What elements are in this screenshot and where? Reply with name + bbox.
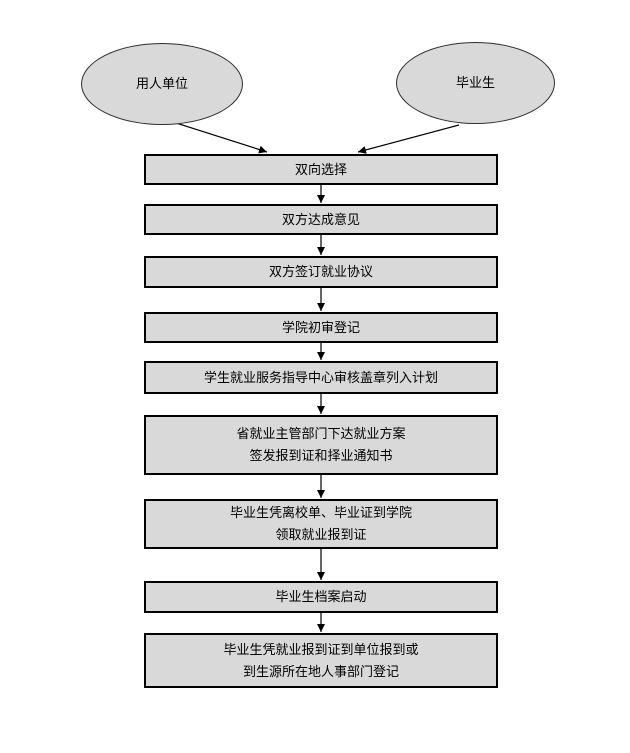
flow-step-3-label: 双方签订就业协议 [268, 264, 373, 279]
flow-step-1-label: 双向选择 [294, 161, 347, 177]
start-node-employer: 用人单位 [81, 43, 243, 125]
arrow-employer-to-step1 [172, 121, 268, 154]
flow-step-8-label: 毕业生档案启动 [275, 589, 367, 604]
flow-step-6-label-line2: 签发报到证和择业通知书 [249, 448, 393, 463]
flow-step-7: 毕业生凭离校单、毕业证到学院 领取就业报到证 [144, 499, 498, 549]
flow-step-2: 双方达成意见 [144, 204, 498, 235]
flow-step-9-label-line2: 到生源所在地人事部门登记 [242, 663, 399, 679]
start-node-graduate-label: 毕业生 [455, 75, 495, 90]
flow-step-5: 学生就业服务指导中心审核盖章列入计划 [144, 361, 498, 394]
start-node-employer-label: 用人单位 [135, 76, 188, 91]
flow-step-4-label: 学院初审登记 [281, 319, 360, 335]
start-node-graduate: 毕业生 [396, 42, 555, 124]
flow-step-9: 毕业生凭就业报到证到单位报到或 到生源所在地人事部门登记 [144, 633, 498, 688]
arrow-graduate-to-step1 [357, 124, 460, 154]
flow-step-6: 省就业主管部门下达就业方案 签发报到证和择业通知书 [144, 415, 498, 475]
flow-step-4: 学院初审登记 [144, 312, 498, 343]
flow-step-2-label: 双方达成意见 [281, 211, 360, 227]
flow-step-3: 双方签订就业协议 [144, 256, 498, 288]
flow-step-1: 双向选择 [144, 154, 498, 185]
flow-step-9-label-line1: 毕业生凭就业报到证到单位报到或 [223, 641, 419, 657]
flow-step-7-label-line1: 毕业生凭离校单、毕业证到学院 [229, 505, 412, 520]
flow-step-8: 毕业生档案启动 [144, 581, 498, 613]
flow-step-6-label-line1: 省就业主管部门下达就业方案 [236, 426, 406, 441]
flow-step-5-label: 学生就业服务指导中心审核盖章列入计划 [203, 369, 438, 385]
flow-step-7-label-line2: 领取就业报到证 [275, 527, 367, 542]
